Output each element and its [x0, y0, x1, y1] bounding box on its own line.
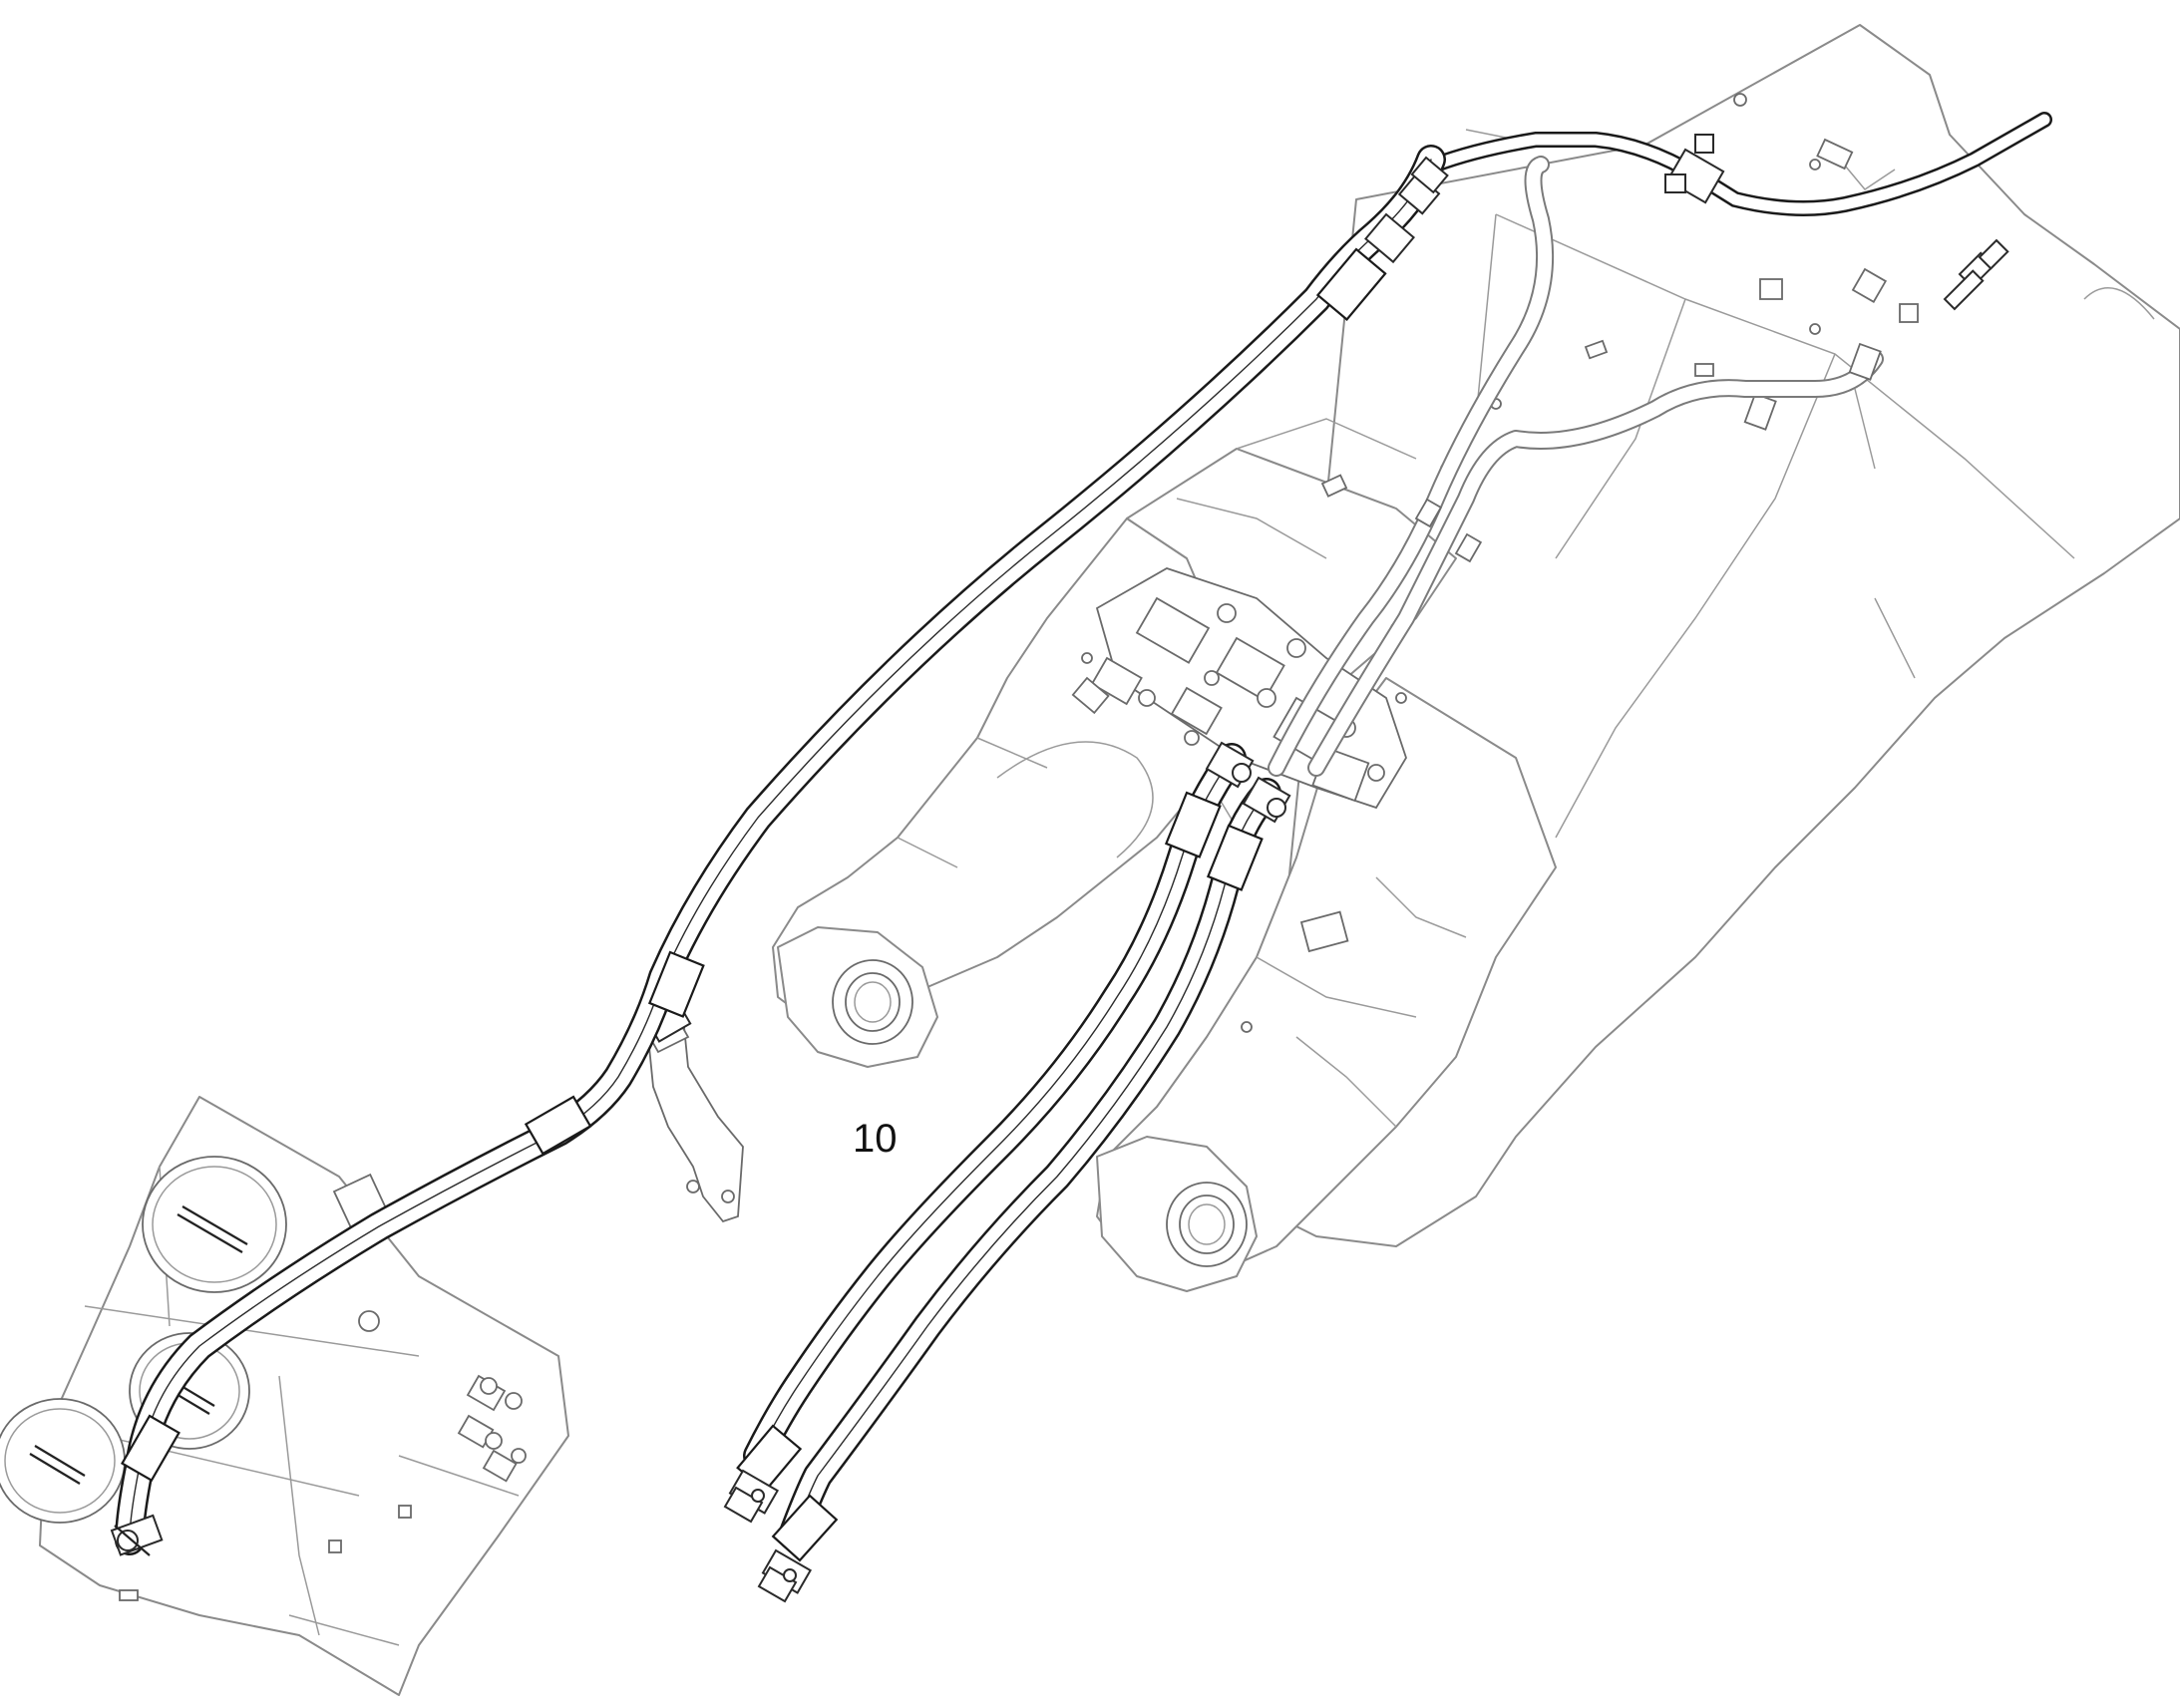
right-end-fitting [1943, 238, 2009, 311]
main-hose-top-fitting [1364, 156, 1449, 264]
boom-structure [772, 24, 2180, 1292]
tank-cover-3 [0, 1398, 126, 1524]
main-hose-bottom-fitting [110, 1514, 164, 1556]
twin-hose-upper-couplings [1205, 741, 1291, 824]
twin-hose-right [757, 778, 1281, 1603]
right-pivot-boss [1096, 1136, 1258, 1292]
callout-item-10: 10 [853, 1117, 898, 1161]
top-hose-run [1428, 112, 2052, 216]
rigid-pipes [1268, 156, 2009, 777]
twin-hose-left [723, 743, 1247, 1524]
left-pivot-boss [777, 926, 938, 1068]
top-hose-clamp [1664, 134, 1725, 204]
boom-hardware [1081, 93, 1888, 1033]
tank-cover-1 [142, 1156, 287, 1293]
left-attachment-assembly [0, 1096, 569, 1696]
twin-hose-right-end-fitting [757, 1548, 813, 1603]
main-hose-long [110, 145, 1449, 1556]
twin-hose-left-end-fitting [723, 1469, 780, 1524]
